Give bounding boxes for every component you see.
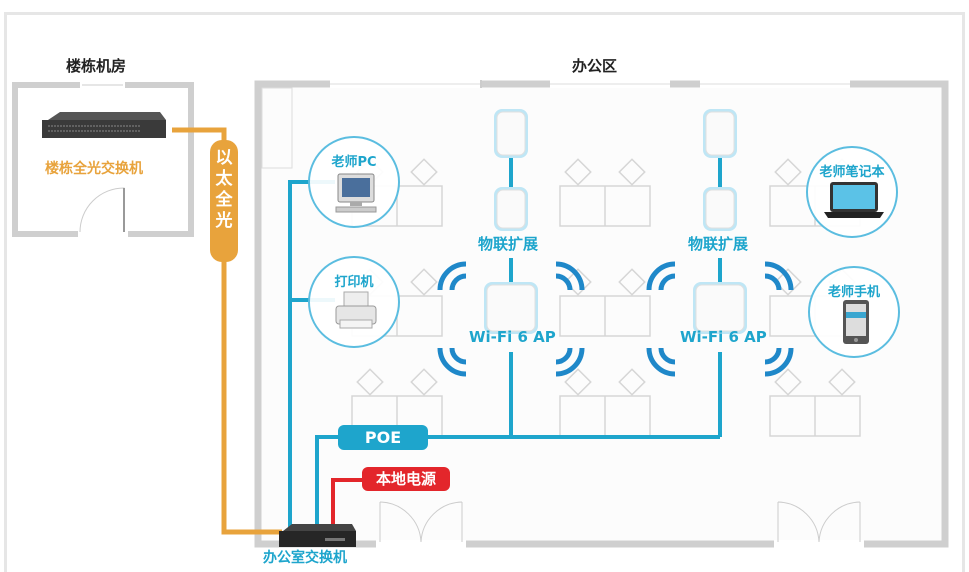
building-switch-label: 楼栋全光交换机	[45, 161, 143, 177]
wifi-signal-icon	[646, 347, 676, 377]
teacher-phone-label: 老师手机	[827, 285, 880, 300]
wifi-signal-icon	[764, 261, 794, 291]
chair-icon	[774, 268, 802, 296]
laptop-icon	[824, 182, 884, 218]
wifi-signal-icon	[658, 273, 676, 291]
chair-icon	[410, 268, 438, 296]
wifi-signal-icon	[764, 347, 794, 377]
wifi-signal-icon	[658, 347, 676, 365]
ethernet-optical-tag: 以 太 全 光	[210, 140, 238, 262]
tag-char: 全	[215, 190, 233, 210]
teacher-phone-node: 老师手机	[808, 266, 900, 358]
wifi-signal-icon	[437, 347, 467, 377]
tag-char: 光	[215, 211, 233, 231]
mobile-phone-icon	[843, 300, 869, 344]
iot-extension-label-right: 物联扩展	[688, 235, 749, 253]
chair-icon	[356, 368, 384, 396]
chair-icon	[828, 368, 856, 396]
wifi-signal-icon	[449, 347, 467, 365]
wifi-signal-icon	[555, 347, 573, 365]
poe-tag: POE	[338, 425, 428, 450]
wifi-signal-icon	[555, 347, 585, 377]
chair-icon	[410, 368, 438, 396]
iot-extension-icon	[494, 187, 528, 231]
wifi-signal-icon	[555, 273, 573, 291]
iot-extension-icon	[703, 109, 737, 158]
wifi-signal-icon	[646, 261, 676, 291]
wifi-signal-icon	[449, 273, 467, 291]
desktop-computer-icon	[335, 173, 377, 213]
wifi-signal-icon	[437, 261, 467, 291]
teacher-pc-node: 老师PC	[308, 136, 400, 228]
teacher-laptop-node: 老师笔记本	[806, 146, 898, 238]
printer-node: 打印机	[308, 256, 400, 348]
building-switch-icon	[42, 112, 166, 138]
wifi-signal-icon	[764, 347, 782, 365]
chair-icon	[410, 158, 438, 186]
desk-cluster	[559, 158, 651, 227]
printer-label: 打印机	[334, 275, 374, 290]
chair-icon	[564, 158, 592, 186]
iot-extension-icon	[703, 187, 737, 231]
wifi-ap-icon	[484, 282, 538, 334]
wifi-ap-label-right: Wi-Fi 6 AP	[680, 328, 767, 346]
chair-icon	[564, 368, 592, 396]
wifi-signal-icon	[764, 273, 782, 291]
tag-char: 太	[215, 169, 233, 189]
tag-char: 以	[215, 148, 233, 168]
wifi-signal-icon	[555, 261, 585, 291]
power-cable	[331, 478, 365, 528]
teacher-pc-label: 老师PC	[331, 155, 377, 170]
chair-icon	[618, 158, 646, 186]
server-room-title: 楼栋机房	[66, 57, 127, 75]
iot-extension-icon	[494, 109, 528, 158]
diagram-frame	[4, 12, 965, 572]
chair-icon	[774, 158, 802, 186]
printer-icon	[335, 291, 377, 329]
wifi-ap-label-left: Wi-Fi 6 AP	[469, 328, 556, 346]
server-room-walls	[12, 82, 194, 237]
teacher-laptop-label: 老师笔记本	[819, 165, 885, 180]
office-switch-label: 办公室交换机	[263, 550, 347, 566]
iot-extension-label-left: 物联扩展	[478, 235, 539, 253]
chair-icon	[618, 368, 646, 396]
desk-cluster	[769, 368, 861, 437]
chair-icon	[774, 368, 802, 396]
office-switch-icon	[279, 524, 356, 547]
local-power-tag: 本地电源	[362, 467, 450, 491]
office-area-title: 办公区	[572, 57, 618, 75]
chair-icon	[618, 268, 646, 296]
wifi-ap-icon	[693, 282, 747, 334]
